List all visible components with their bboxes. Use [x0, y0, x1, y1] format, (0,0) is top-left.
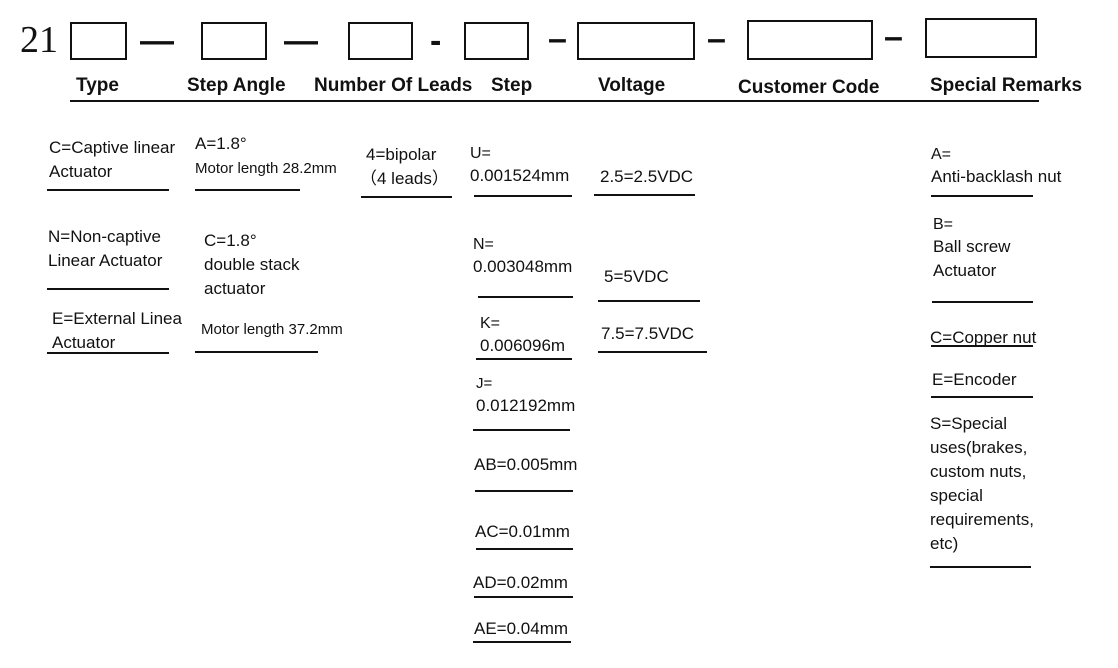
special-remarks-code-box[interactable]: [925, 18, 1037, 58]
model-code-prefix: 21: [20, 19, 58, 61]
option-underline: [475, 490, 573, 492]
header-special-remarks: Special Remarks: [930, 75, 1083, 96]
option-underline: [473, 641, 571, 643]
step-angle-option-c: C=1.8° double stack actuator: [204, 231, 300, 298]
option-underline: [195, 351, 318, 353]
separator-dash: -: [430, 22, 442, 60]
separator-dash: –: [548, 20, 567, 58]
option-underline: [361, 196, 452, 198]
header-voltage: Voltage: [598, 75, 666, 96]
option-underline: [478, 296, 573, 298]
step-option-k: K=0.006096m: [480, 315, 566, 355]
step-angle-option-c-length: Motor length 37.2mm: [201, 321, 343, 338]
header-underline: [70, 100, 1039, 102]
voltage-option-7-5: 7.5=7.5VDC: [601, 324, 695, 343]
separator-dash: —: [284, 22, 318, 60]
step-option-ab: AB=0.005mm: [474, 455, 578, 474]
customer-code-box[interactable]: [747, 20, 873, 60]
option-underline: [476, 358, 572, 360]
header-customer-code: Customer Code: [738, 77, 880, 98]
option-underline: [931, 195, 1033, 197]
option-underline: [932, 301, 1033, 303]
option-underline: [474, 195, 572, 197]
step-angle-option-a: A=1.8° Motor length 28.2mm: [195, 134, 337, 177]
separator-dash: –: [884, 18, 903, 56]
header-step: Step: [491, 75, 533, 96]
header-type: Type: [76, 75, 119, 96]
option-underline: [195, 189, 300, 191]
remark-option-a: A=Anti-backlash nut: [931, 146, 1062, 186]
option-underline: [598, 300, 700, 302]
remark-option-c: C=Copper nut: [930, 328, 1037, 345]
leads-option-bipolar: 4=bipolar （4 leads）: [366, 145, 449, 188]
header-number-of-leads: Number Of Leads: [314, 75, 473, 96]
step-option-u: U=0.001524mm: [470, 145, 570, 185]
type-code-box[interactable]: [70, 22, 127, 60]
separator-dash: —: [140, 22, 174, 60]
voltage-code-box[interactable]: [577, 22, 695, 60]
voltage-option-2-5: 2.5=2.5VDC: [600, 167, 694, 186]
header-step-angle: Step Angle: [187, 75, 286, 96]
step-option-n: N=0.003048mm: [473, 236, 573, 276]
step-option-j: J=0.012192mm: [476, 375, 576, 415]
option-underline: [47, 352, 169, 354]
step-option-ad: AD=0.02mm: [473, 573, 568, 592]
option-underline: [594, 194, 695, 196]
option-underline: [476, 548, 573, 550]
remark-option-e: E=Encoder: [932, 370, 1017, 389]
option-underline: [474, 596, 573, 598]
option-underline: [47, 189, 169, 191]
option-underline: [930, 566, 1031, 568]
step-angle-code-box[interactable]: [201, 22, 267, 60]
step-option-ac: AC=0.01mm: [475, 522, 570, 541]
step-code-box[interactable]: [464, 22, 529, 60]
step-option-ae: AE=0.04mm: [474, 619, 569, 638]
option-underline: [931, 396, 1033, 398]
option-underline: [931, 345, 1033, 347]
option-underline: [473, 429, 570, 431]
leads-code-box[interactable]: [348, 22, 413, 60]
voltage-option-5: 5=5VDC: [604, 267, 669, 286]
separator-dash: –: [707, 20, 726, 58]
option-underline: [598, 351, 707, 353]
option-underline: [47, 288, 169, 290]
